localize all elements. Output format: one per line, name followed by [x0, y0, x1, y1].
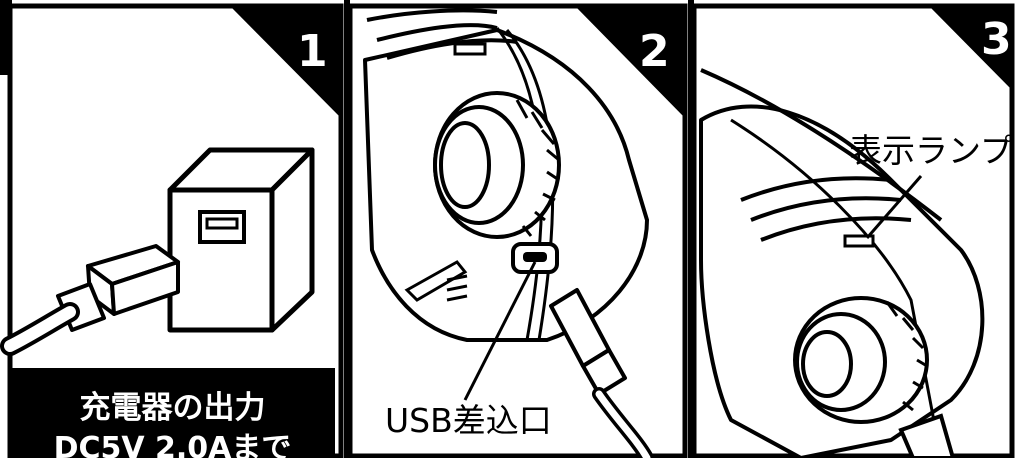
indicator-lamp-illustration [691, 3, 1015, 458]
step-2-panel: 2 USB差込口 [347, 0, 691, 458]
panel-divider [688, 0, 694, 458]
step-number: 3 [981, 14, 1012, 65]
caption-line-2: DC5V 2.0Aまで [53, 431, 292, 458]
step-number: 1 [297, 26, 328, 77]
step-1-panel: 1 充電器の出力 DC5V 2.0Aまで [0, 0, 347, 458]
panel-divider [344, 0, 350, 458]
device-usb-port-illustration [347, 3, 688, 458]
indicator-lamp-label: 表示ランプ [849, 131, 1014, 170]
caption-line-1: 充電器の出力 [79, 390, 266, 426]
step-number: 2 [639, 26, 670, 77]
charger-spec-caption: 充電器の出力 DC5V 2.0Aまで [10, 368, 335, 458]
usb-charger-illustration [0, 0, 344, 458]
step-3-panel: 3 表示ランプ [691, 0, 1017, 458]
usb-port-label: USB差込口 [385, 401, 552, 440]
